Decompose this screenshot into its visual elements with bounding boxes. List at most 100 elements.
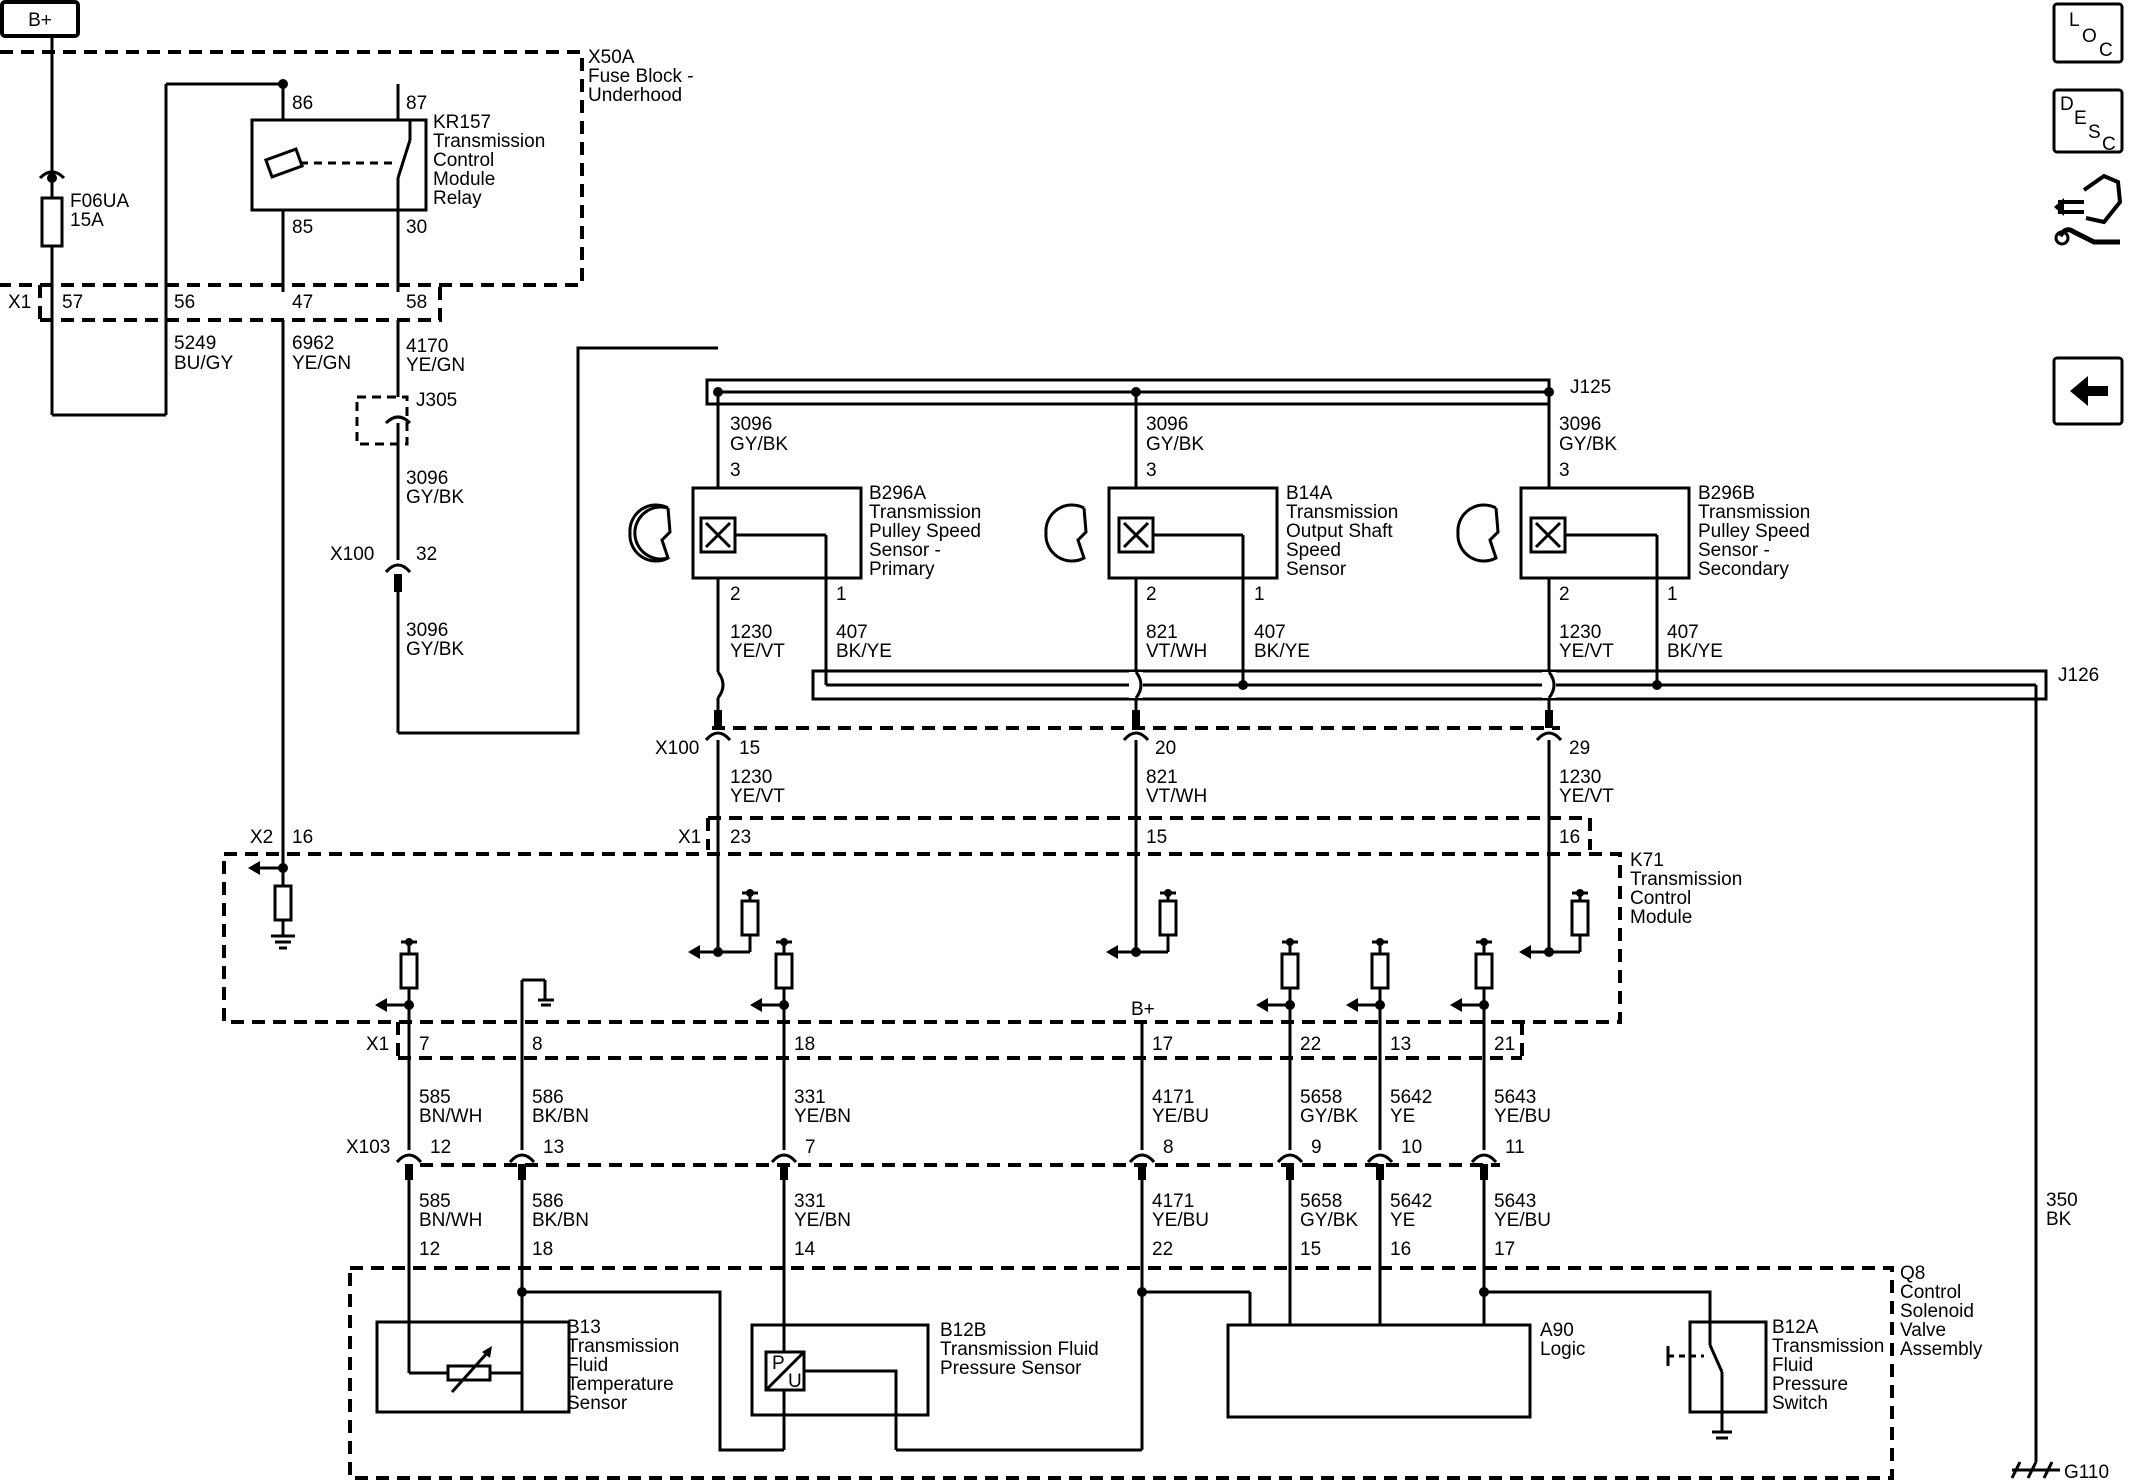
a90-ref: A90 [1540, 1320, 1574, 1341]
x100-b-wire-1-num: 821 [1146, 767, 1178, 788]
fuse-ref-label: F06UA [70, 191, 129, 212]
x103-pin-10: 10 [1401, 1137, 1422, 1158]
fuse-block-outline [0, 50, 584, 287]
sensor-1-in-color: GY/BK [1146, 434, 1204, 455]
mid-wire-3-num: 4171 [1152, 1087, 1194, 1108]
x100-a-pin: 32 [416, 544, 437, 565]
b12b-name-1: Transmission Fluid [940, 1339, 1099, 1360]
solenoid-name-2: Solenoid [1900, 1301, 1974, 1322]
x1-low-connector [396, 1022, 1524, 1060]
b12a-ref: B12A [1772, 1317, 1819, 1338]
b12b-p-glyph: P [772, 1353, 785, 1374]
b12b-name-2: Pressure Sensor [940, 1358, 1082, 1379]
sensor-1-ref: B14A [1286, 483, 1333, 504]
fuse-block-name-1: Fuse Block - [588, 66, 694, 87]
mid-wire-4-num: 5658 [1300, 1087, 1342, 1108]
low-wire-3-color: YE/BU [1152, 1210, 1209, 1231]
relay-pin-87: 87 [406, 93, 427, 114]
loc-button[interactable]: L O C [2052, 2, 2124, 64]
x103-pin-11: 11 [1505, 1137, 1525, 1158]
relay-name-4: Relay [433, 188, 482, 209]
x1-mid-ref: X1 [678, 827, 701, 848]
sensor-2-name-1: Transmission [1698, 502, 1810, 523]
low-wire-3-num: 4171 [1152, 1191, 1194, 1212]
sensor-2-name-3: Sensor - [1698, 540, 1770, 561]
x1-low-pin-13: 13 [1390, 1034, 1411, 1055]
sensor-1-name-4: Sensor [1286, 559, 1347, 580]
j125-label: J125 [1570, 377, 1611, 398]
low-wire-6-color: YE/BU [1494, 1210, 1551, 1231]
b12a-name-2: Fluid [1772, 1355, 1813, 1376]
relay-name-3: Module [433, 169, 495, 190]
wire-4170-color: YE/GN [406, 355, 465, 376]
x1-top-pin-56: 56 [174, 292, 195, 313]
x103-terminals [395, 1153, 1498, 1180]
wire-6962-num: 6962 [292, 333, 334, 354]
sensor-2-low-color: BK/YE [1667, 641, 1723, 662]
x1-mid-pin-15: 15 [1146, 827, 1167, 848]
low-wire-4-color: GY/BK [1300, 1210, 1358, 1231]
tcm-input-circuits [688, 889, 1590, 959]
sensor-2-pin-top: 3 [1559, 460, 1570, 481]
wire-4170-num: 4170 [406, 336, 448, 357]
tcm-lower-circuits [375, 938, 1494, 1012]
b13-name-2: Fluid [567, 1355, 608, 1376]
sensor-0-in-num: 3096 [730, 414, 772, 435]
sensor-0-name-1: Transmission [869, 502, 981, 523]
sensor-1-sig-num: 821 [1146, 622, 1178, 643]
mid-wire-6-num: 5643 [1494, 1087, 1536, 1108]
tcm-name-2: Control [1630, 888, 1691, 909]
x1-low-pin-7: 7 [419, 1034, 430, 1055]
x103-pin-8: 8 [1163, 1137, 1174, 1158]
sensor-b296b: 3096 GY/BK 3 2 1 1230 YE/VT 407 BK/YE B2… [1456, 392, 1810, 710]
j305-out-num: 3096 [406, 468, 448, 489]
connector-repair-icon[interactable] [2054, 173, 2123, 246]
sensor-1-low-num: 407 [1254, 622, 1286, 643]
desc-button[interactable]: D E S C [2052, 88, 2124, 155]
sensor-1-pin-top: 3 [1146, 460, 1157, 481]
sensor-1-name-2: Output Shaft [1286, 521, 1393, 542]
sensor-0-pin-b: 1 [836, 584, 847, 605]
relay-pin-85: 85 [292, 217, 313, 238]
x100-b-terminals [704, 710, 1563, 742]
x100-b-pin-29: 29 [1569, 738, 1590, 759]
low-wire-1-pin: 18 [532, 1239, 553, 1260]
b13-temp-sensor [375, 1320, 571, 1414]
x100-b-wire-0-num: 1230 [730, 767, 772, 788]
relay-pin-30: 30 [406, 217, 427, 238]
b13-name-3: Temperature [567, 1374, 674, 1395]
x1-top-pin-47: 47 [292, 292, 313, 313]
desc-letter-s: S [2088, 122, 2101, 143]
splice-bar-j126 [811, 669, 2048, 701]
x100-b-wire-1-color: VT/WH [1146, 786, 1207, 807]
j305-label: J305 [416, 390, 457, 411]
desc-letter-d: D [2060, 94, 2074, 115]
ground-wire-num: 350 [2046, 1190, 2078, 1211]
back-button[interactable] [2052, 356, 2124, 426]
low-wire-5-num: 5642 [1390, 1191, 1432, 1212]
x100-b-pin-20: 20 [1155, 738, 1176, 759]
sensor-2-in-color: GY/BK [1559, 434, 1617, 455]
low-wire-1-num: 586 [532, 1191, 564, 1212]
mid-wire-0-color: BN/WH [419, 1106, 482, 1127]
relay-pin-86: 86 [292, 93, 313, 114]
desc-letter-c: C [2102, 134, 2116, 155]
tcm-name-3: Module [1630, 907, 1692, 928]
sensor-b296a: 3096 GY/BK 3 2 1 1230 YE/VT 407 BK/YE B2… [628, 392, 981, 710]
wire-5249-color: BU/GY [174, 353, 233, 374]
sensor-0-sig-color: YE/VT [730, 641, 785, 662]
mid-wire-2-color: YE/BN [794, 1106, 851, 1127]
x103-pin-7: 7 [805, 1137, 816, 1158]
sensor-1-pin-a: 2 [1146, 584, 1157, 605]
x100-a-out-num: 3096 [406, 620, 448, 641]
solenoid-name-3: Valve [1900, 1320, 1946, 1341]
b13-name-1: Transmission [567, 1336, 679, 1357]
x1-top-pin-57: 57 [62, 292, 83, 313]
tcm-bplus-label: B+ [1131, 999, 1155, 1020]
sensor-0-name-2: Pulley Speed [869, 521, 981, 542]
x1-mid-connector [706, 816, 1592, 850]
x2-pin: 16 [292, 827, 313, 848]
b12b-pressure-sensor: P U [750, 1323, 930, 1450]
sensor-0-name-3: Sensor - [869, 540, 941, 561]
